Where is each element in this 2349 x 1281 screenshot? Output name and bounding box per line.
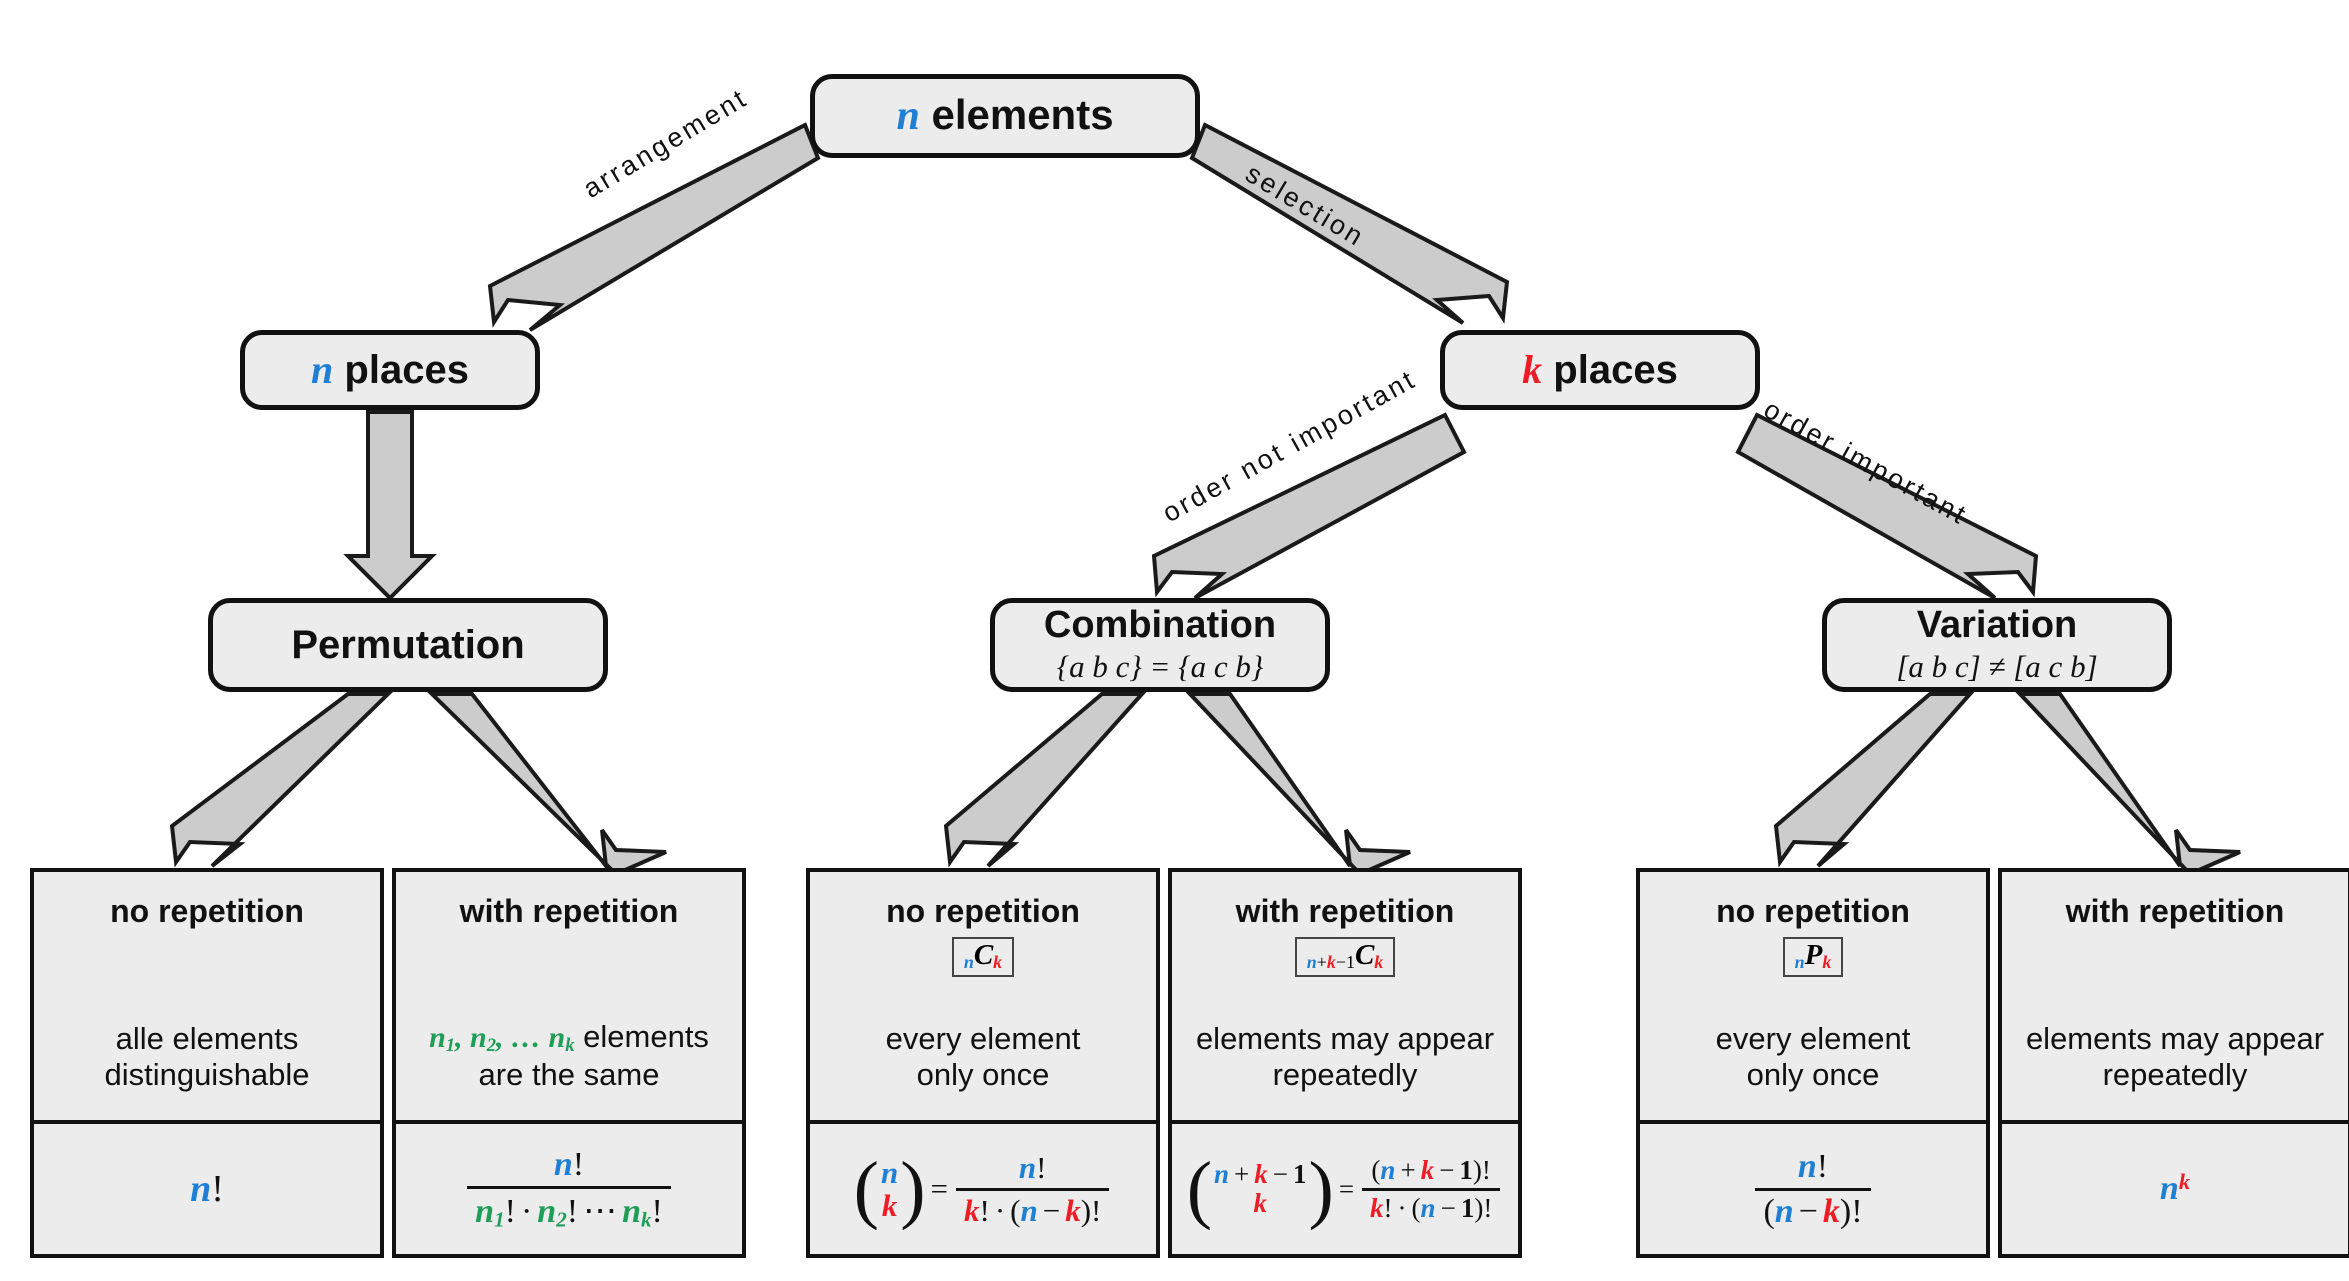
- leaf-description-line1: n1, n2, … nk elements: [429, 1019, 709, 1057]
- leaf-card-top: with repetition n+k−1Ck elements may app…: [1172, 872, 1518, 1124]
- leaf-formula: ( n+k−1 k ) = (n+k−1)! k!·(n−1)!: [1172, 1124, 1518, 1254]
- leaf-description-line2: repeatedly: [1272, 1057, 1418, 1093]
- arrow-permutation-to-with-repetition: [427, 692, 667, 877]
- arrow-variation-to-no-repetition: [1773, 692, 1975, 868]
- leaf-header: with repetition: [2065, 893, 2285, 929]
- node-combination[interactable]: Combination {a b c} = {a c b}: [990, 598, 1330, 692]
- node-n-elements-title: n elements: [896, 91, 1114, 140]
- arrow-combination-to-no-repetition: [943, 692, 1147, 868]
- edge-label-order-important: order important: [1758, 393, 1974, 531]
- leaf-card-variation-no-repetition[interactable]: no repetition nPk every element only onc…: [1636, 868, 1990, 1258]
- leaf-card-top: with repetition elements may appear repe…: [2002, 872, 2348, 1124]
- leaf-description: elements may appear repeatedly: [2020, 1021, 2330, 1094]
- leaf-card-combination-with-repetition[interactable]: with repetition n+k−1Ck elements may app…: [1168, 868, 1522, 1258]
- arrow-permutation-to-no-repetition: [169, 692, 393, 868]
- leaf-card-top: no repetition nPk every element only onc…: [1640, 872, 1986, 1124]
- leaf-card-combination-no-repetition[interactable]: no repetition nCk every element only onc…: [806, 868, 1160, 1258]
- leaf-description-line1: alle elements: [115, 1020, 299, 1056]
- node-n-places[interactable]: n places: [240, 330, 540, 410]
- leaf-formula: n!: [190, 1168, 224, 1210]
- leaf-description: every element only once: [1710, 1021, 1917, 1094]
- leaf-formula: n! (n−k)!: [1640, 1124, 1986, 1254]
- leaf-description-line2: only once: [1746, 1057, 1880, 1093]
- node-variation-title: Variation: [1916, 603, 2078, 646]
- leaf-header: with repetition: [459, 893, 679, 929]
- arrow-variation-to-with-repetition: [2015, 692, 2241, 877]
- leaf-description-line2: only once: [916, 1057, 1050, 1093]
- leaf-description: alle elements distinguishable: [98, 1021, 315, 1094]
- leaf-card-top: with repetition n1, n2, … nk elements ar…: [396, 872, 742, 1124]
- leaf-formula: n! n1!·n2!⋯nk!: [396, 1124, 742, 1254]
- node-permutation-title: Permutation: [291, 622, 525, 667]
- node-variation[interactable]: Variation [a b c] ≠ [a c b]: [1822, 598, 2172, 692]
- leaf-description-line2: repeatedly: [2102, 1057, 2248, 1093]
- binomial-n-choose-k: ( n k ): [853, 1146, 926, 1231]
- leaf-card-top: no repetition nCk every element only onc…: [810, 872, 1156, 1124]
- leaf-description-line1: elements may appear: [1195, 1020, 1495, 1056]
- leaf-description: every element only once: [880, 1021, 1087, 1094]
- node-variation-subtitle: [a b c] ≠ [a c b]: [1896, 649, 2098, 685]
- leaf-card-permutation-no-repetition[interactable]: no repetition alle elements distinguisha…: [30, 868, 384, 1258]
- node-k-places[interactable]: k places: [1440, 330, 1760, 410]
- leaf-description-line2: distinguishable: [104, 1057, 310, 1093]
- leaf-description-line1: every element: [1715, 1020, 1911, 1056]
- arrow-combination-to-with-repetition: [1185, 692, 1411, 877]
- edge-label-arrangement: arrangement: [578, 82, 753, 204]
- node-n-places-title: n places: [311, 346, 469, 392]
- arrow-order-important: [1735, 412, 2039, 600]
- leaf-description: elements may appear repeatedly: [1190, 1021, 1500, 1094]
- leaf-header: no repetition: [886, 893, 1080, 929]
- leaf-description-line1: elements may appear: [2025, 1020, 2325, 1056]
- leaf-notation-nPk: nPk: [1782, 937, 1844, 978]
- leaf-notation-nCk: nCk: [951, 937, 1015, 978]
- leaf-card-permutation-with-repetition[interactable]: with repetition n1, n2, … nk elements ar…: [392, 868, 746, 1258]
- node-combination-subtitle: {a b c} = {a c b}: [1056, 649, 1264, 685]
- leaf-header: with repetition: [1235, 893, 1455, 929]
- leaf-description-line2: are the same: [478, 1057, 660, 1093]
- node-k-places-title: k places: [1522, 346, 1678, 392]
- edge-label-order-not-important: order not important: [1157, 363, 1422, 529]
- leaf-notation-n-plus-k-minus-1-C-k: n+k−1Ck: [1294, 937, 1396, 978]
- leaf-description: n1, n2, … nk elements are the same: [423, 1019, 715, 1094]
- node-combination-title: Combination: [1043, 603, 1277, 646]
- leaf-card-variation-with-repetition[interactable]: with repetition elements may appear repe…: [1998, 868, 2349, 1258]
- leaf-description-line1: every element: [885, 1020, 1081, 1056]
- leaf-formula: ( n k ) = n! k!·(n−k)!: [810, 1124, 1156, 1254]
- node-permutation[interactable]: Permutation: [208, 598, 608, 692]
- node-n-elements[interactable]: n elements: [810, 74, 1200, 158]
- leaf-header: no repetition: [1716, 893, 1910, 929]
- leaf-header: no repetition: [110, 893, 304, 929]
- leaf-card-top: no repetition alle elements distinguisha…: [34, 872, 380, 1124]
- binomial-n-plus-k-minus-1-choose-k: ( n+k−1 k ): [1186, 1146, 1334, 1231]
- edge-label-selection: selection: [1240, 158, 1371, 253]
- arrow-n-places-to-permutation: [343, 410, 437, 601]
